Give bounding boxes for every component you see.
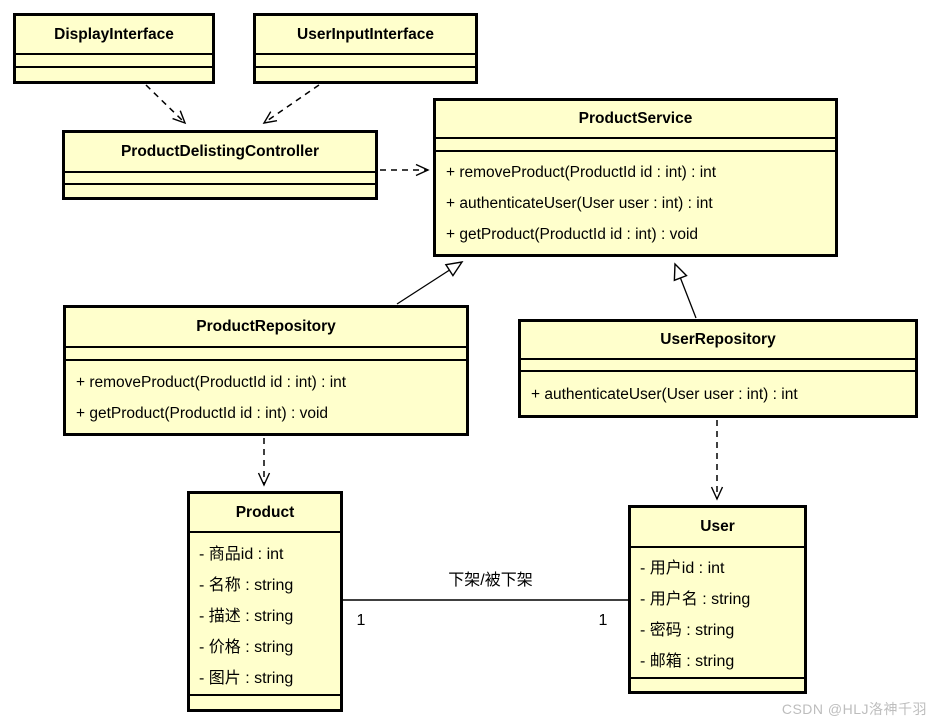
dependency-arrow-displayinterface-to-controller: [145, 84, 187, 125]
class-title: ProductRepository: [196, 318, 336, 335]
class-title: User: [700, 518, 735, 535]
generalization-arrow-userrepository-to-productservice: [673, 262, 697, 319]
association-label: 下架/被下架: [448, 572, 533, 589]
method: + removeProduct(ProductId id : int) : in…: [446, 164, 717, 181]
method: + authenticateUser(User user : int) : in…: [446, 195, 713, 212]
empty-methods-compartment: [65, 183, 375, 197]
multiplicity-product: 1: [356, 612, 366, 629]
attribute: - 用户id : int: [640, 560, 725, 577]
attribute: - 密码 : string: [640, 622, 735, 639]
method: + getProduct(ProductId id : int) : void: [446, 226, 699, 243]
attribute: - 描述 : string: [199, 608, 294, 625]
empty-methods-compartment: [631, 677, 804, 691]
csdn-watermark: CSDN @HLJ洛神千羽: [781, 701, 927, 717]
attribute: - 图片 : string: [199, 670, 294, 687]
class-product: Product - 商品id : int - 名称 : string - 描述 …: [187, 491, 343, 712]
generalization-arrow-productrepository-to-productservice: [396, 261, 464, 305]
attribute: - 用户名 : string: [640, 591, 751, 608]
method: + removeProduct(ProductId id : int) : in…: [76, 374, 347, 391]
empty-attributes-compartment: [65, 171, 375, 183]
class-title: DisplayInterface: [54, 25, 174, 43]
class-productrepository: ProductRepository + removeProduct(Produc…: [63, 305, 469, 436]
dependency-arrow-userinputinterface-to-controller: [262, 84, 320, 124]
attribute: - 邮箱 : string: [640, 653, 735, 670]
empty-attributes-compartment: [256, 53, 475, 66]
class-title: ProductDelistingController: [120, 143, 320, 160]
empty-attributes-compartment: [16, 53, 212, 66]
class-productservice: ProductService + removeProduct(ProductId…: [433, 98, 838, 257]
class-title: ProductService: [578, 110, 693, 127]
attributes-compartment: - 商品id : int - 名称 : string - 描述 : string…: [190, 531, 340, 694]
empty-attributes-compartment: [521, 358, 915, 370]
methods-compartment: + authenticateUser(User user : int) : in…: [521, 370, 915, 415]
class-userrepository: UserRepository + authenticateUser(User u…: [518, 319, 918, 418]
class-title: UserInputInterface: [297, 25, 434, 43]
class-displayinterface: DisplayInterface: [13, 13, 215, 84]
class-title: Product: [235, 503, 295, 521]
class-productdelistingcontroller: ProductDelistingController: [62, 130, 378, 200]
attribute: - 商品id : int: [199, 546, 284, 563]
empty-methods-compartment: [16, 66, 212, 81]
attributes-compartment: - 用户id : int - 用户名 : string - 密码 : strin…: [631, 546, 804, 677]
empty-methods-compartment: [256, 66, 475, 81]
empty-attributes-compartment: [436, 137, 835, 150]
method: + getProduct(ProductId id : int) : void: [76, 405, 329, 422]
empty-methods-compartment: [190, 694, 340, 709]
attribute: - 名称 : string: [199, 577, 294, 594]
methods-compartment: + removeProduct(ProductId id : int) : in…: [66, 359, 466, 433]
class-user: User - 用户id : int - 用户名 : string - 密码 : …: [628, 505, 807, 694]
multiplicity-user: 1: [598, 612, 608, 629]
class-title: UserRepository: [660, 331, 776, 348]
class-userinputinterface: UserInputInterface: [253, 13, 478, 84]
method: + authenticateUser(User user : int) : in…: [531, 386, 798, 403]
methods-compartment: + removeProduct(ProductId id : int) : in…: [436, 150, 835, 254]
empty-attributes-compartment: [66, 346, 466, 359]
attribute: - 价格 : string: [199, 639, 294, 656]
